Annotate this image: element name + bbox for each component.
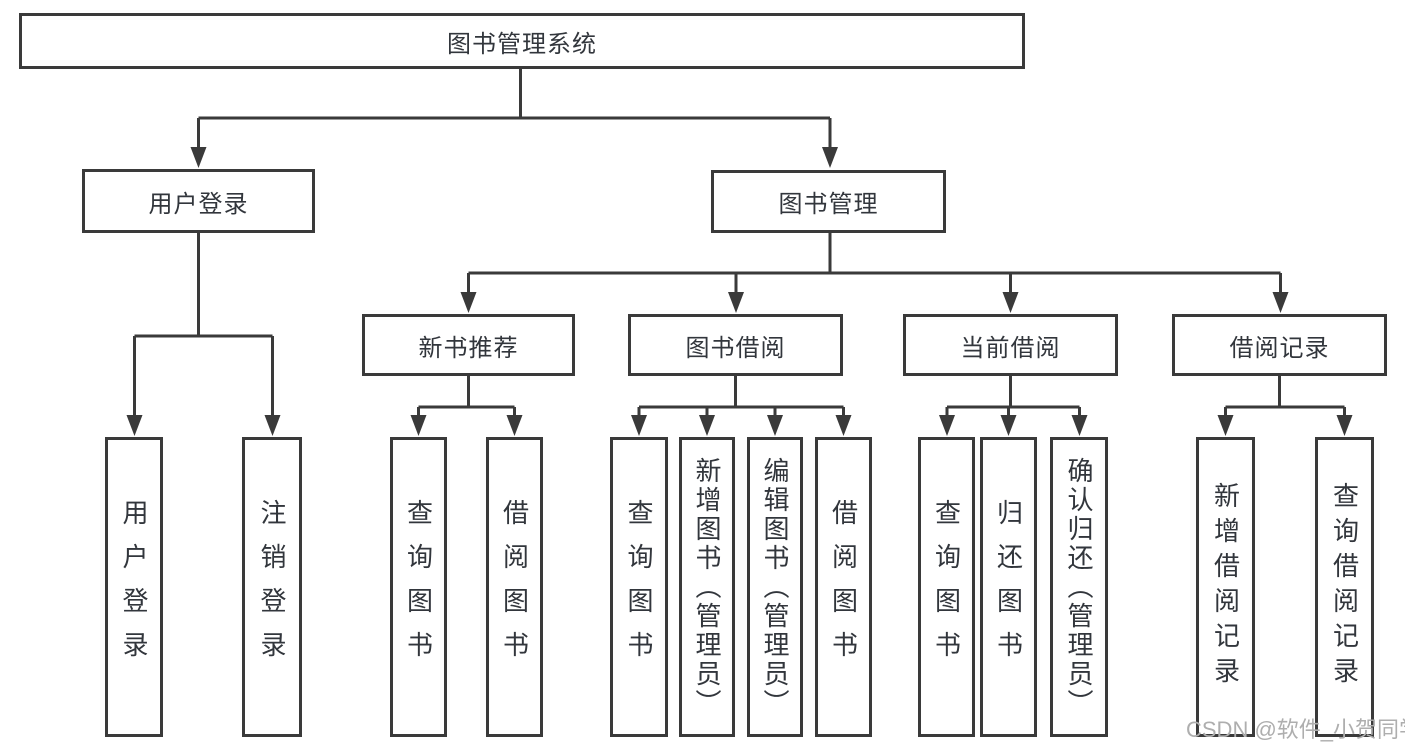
leaf-label: 新增图书（管理员） (692, 456, 722, 718)
leaf-label: 确认归还（管理员） (1064, 456, 1094, 718)
leaf-borrow-add-books-admin: 新增图书（管理员） (679, 437, 735, 737)
branch-book-management: 图书管理 (711, 170, 946, 233)
section-book-borrowing: 图书借阅 (628, 314, 843, 376)
leaf-label: 借阅图书 (499, 499, 530, 675)
section-current-borrowing: 当前借阅 (903, 314, 1118, 376)
leaf-recommend-query-books: 查询图书 (390, 437, 447, 737)
leaf-records-query-record: 查询借阅记录 (1315, 437, 1374, 737)
section-label: 借阅记录 (1229, 334, 1330, 362)
leaf-borrow-query-books: 查询图书 (610, 437, 668, 737)
leaf-records-add-record: 新增借阅记录 (1196, 437, 1255, 737)
leaf-label: 编辑图书（管理员） (760, 456, 790, 718)
leaf-label: 用户登录 (119, 499, 149, 675)
section-borrowing-records: 借阅记录 (1172, 314, 1387, 376)
section-label: 图书借阅 (685, 334, 786, 362)
section-label: 当前借阅 (960, 334, 1061, 362)
leaf-label: 新增借阅记录 (1210, 482, 1241, 692)
leaf-recommend-borrow-books: 借阅图书 (486, 437, 543, 737)
root-node-system: 图书管理系统 (19, 13, 1025, 69)
watermark: CSDN @软件_小贺同学 (1186, 717, 1405, 742)
leaf-label: 注销登录 (257, 499, 287, 675)
leaf-borrow-borrow-books: 借阅图书 (815, 437, 872, 737)
root-label: 图书管理系统 (447, 30, 597, 58)
branch-label: 图书管理 (778, 191, 879, 218)
leaf-current-query-books: 查询图书 (918, 437, 975, 737)
leaf-label: 查询借阅记录 (1329, 482, 1360, 692)
leaf-user-login: 用户登录 (105, 437, 163, 737)
leaf-label: 查询图书 (931, 499, 962, 675)
section-new-book-recommend: 新书推荐 (362, 314, 575, 376)
leaf-label: 借阅图书 (828, 499, 859, 675)
leaf-current-confirm-return-admin: 确认归还（管理员） (1050, 437, 1108, 737)
leaf-label: 归还图书 (993, 499, 1024, 675)
branch-label: 用户登录 (148, 190, 249, 218)
section-label: 新书推荐 (418, 334, 519, 362)
leaf-label: 查询图书 (624, 499, 654, 675)
branch-user-login: 用户登录 (82, 169, 315, 233)
leaf-current-return-books: 归还图书 (980, 437, 1037, 737)
leaf-logout: 注销登录 (242, 437, 302, 737)
leaf-label: 查询图书 (403, 499, 434, 675)
leaf-borrow-edit-books-admin: 编辑图书（管理员） (747, 437, 803, 737)
